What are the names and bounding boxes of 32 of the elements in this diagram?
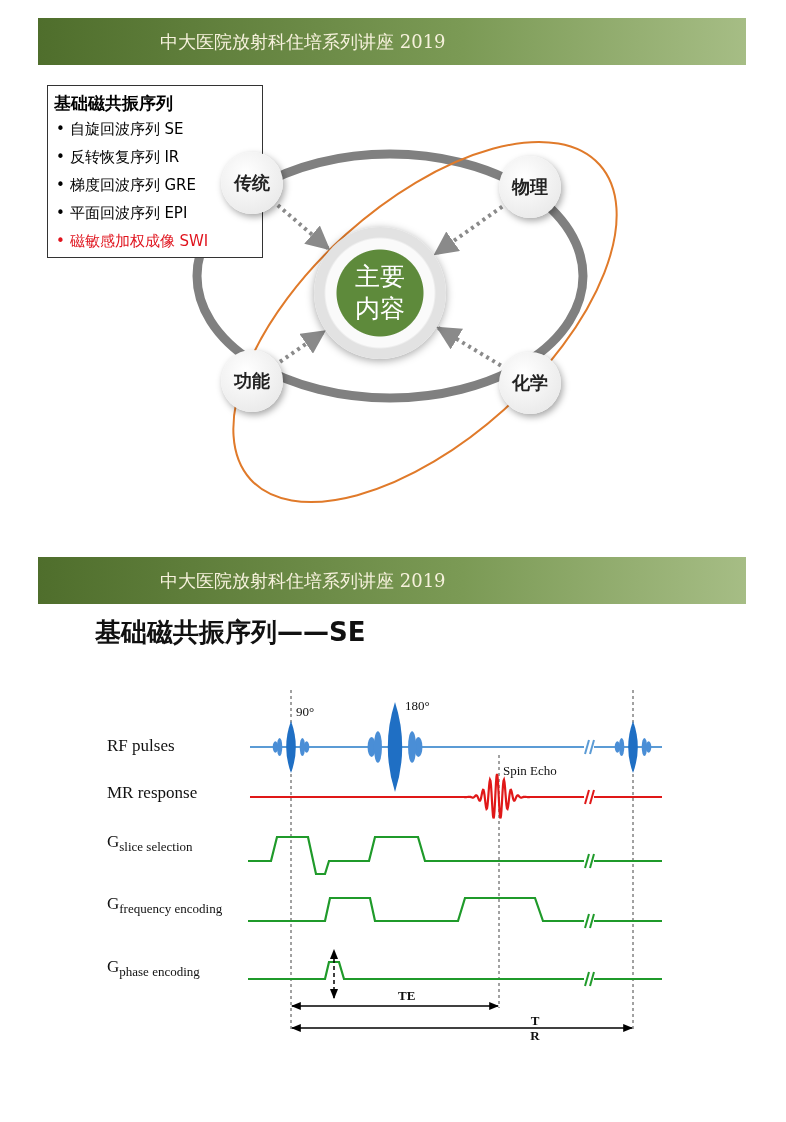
topic-circle (221, 350, 283, 412)
row-label: MR response (107, 783, 198, 803)
row-label: G$_{slice selection}$ (107, 832, 193, 856)
dimension-label: TE (398, 988, 416, 1004)
node-text: 物理 (512, 175, 548, 199)
dimension-label: T R (529, 1013, 541, 1043)
node-text: 主要内容 (354, 261, 406, 325)
node-text: 传统 (234, 171, 270, 195)
list-item: • 自旋回波序列 SE (56, 119, 184, 140)
node-text: 化学 (512, 371, 548, 395)
header-title: 中大医院放射科住培系列讲座 2019 (160, 30, 446, 54)
topic-circle (314, 227, 446, 359)
list-heading: 基础磁共振序列 (54, 92, 173, 115)
slide-title: 基础磁共振序列——SE (95, 616, 366, 649)
topic-circle (499, 156, 561, 218)
signal-label: Spin Echo (503, 763, 557, 779)
list-item: • 平面回波序列 EPI (56, 203, 188, 224)
list-item: • 梯度回波序列 GRE (56, 175, 196, 196)
row-label: G$_{frequency encoding}$ (107, 894, 223, 918)
header-title: 中大医院放射科住培系列讲座 2019 (160, 569, 446, 593)
list-item: • 反转恢复序列 IR (56, 147, 180, 168)
arrow (276, 203, 331, 251)
arrow (278, 329, 326, 364)
topic-circle (499, 352, 561, 414)
node-text: 功能 (234, 369, 270, 393)
list-item: • 磁敏感加权成像 SWI (56, 231, 209, 252)
angle-label: 90° (296, 704, 315, 720)
angle-label: 180° (405, 698, 430, 714)
arrow (436, 326, 502, 368)
arrow (433, 205, 504, 256)
row-label: RF pulses (107, 736, 175, 756)
row-label: G$_{phase encoding}$ (107, 957, 200, 981)
